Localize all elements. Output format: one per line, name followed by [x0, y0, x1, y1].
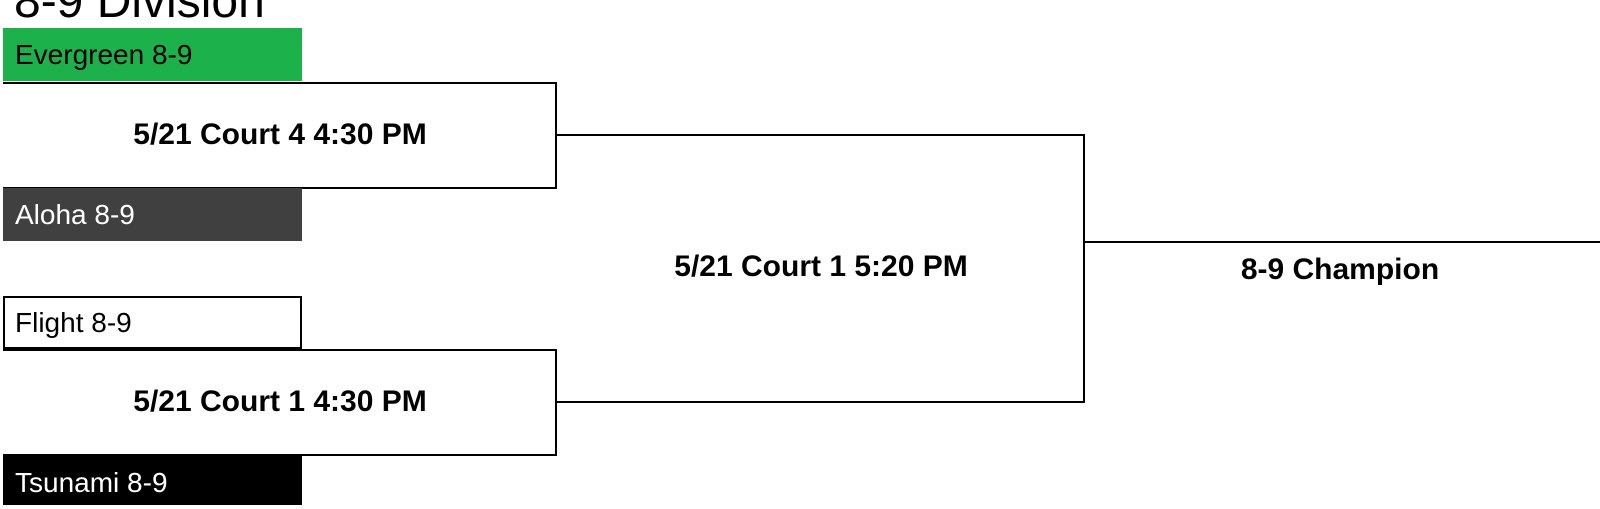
semifinal-2-bracket	[3, 349, 557, 456]
team-aloha: Aloha 8-9	[3, 188, 302, 241]
final-bracket-vertical	[1083, 134, 1085, 403]
page-title: 8-9 Division	[14, 0, 265, 28]
team-evergreen: Evergreen 8-9	[3, 28, 302, 81]
semifinal-2-label: 5/21 Court 1 4:30 PM	[133, 385, 427, 418]
champion-line	[1085, 241, 1600, 243]
team-tsunami: Tsunami 8-9	[3, 456, 302, 505]
semifinal-1-connector	[557, 134, 1085, 136]
final-label: 5/21 Court 1 5:20 PM	[674, 250, 968, 283]
champion-label: 8-9 Champion	[1240, 253, 1440, 286]
semifinal-2-connector	[557, 401, 1085, 403]
semifinal-1-label: 5/21 Court 4 4:30 PM	[133, 118, 427, 151]
team-flight: Flight 8-9	[3, 296, 302, 349]
